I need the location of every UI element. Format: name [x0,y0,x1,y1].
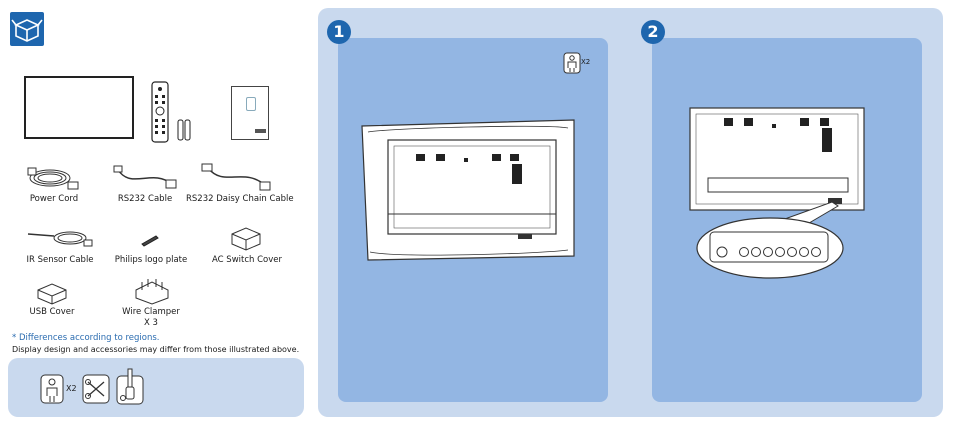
accessory-label: RS232 Cable [117,194,173,204]
display-rear-view [689,107,865,211]
ir-sensor-cable-icon [27,231,93,247]
control-panel-callout [696,201,844,279]
display-in-protective-bag [361,119,575,261]
wire-clamper-quantity: X 3 [144,318,158,328]
accessory-label: AC Switch Cover [212,255,282,265]
accessory-label: Wire Clamper [122,307,180,317]
ac-switch-cover-icon [231,227,261,251]
display-illustration [24,76,134,139]
accessory-label: RS232 Daisy Chain Cable [186,194,294,204]
remote-control-icon [151,81,191,143]
accessory-label: IR Sensor Cable [26,255,94,265]
screwdriver-icon [116,368,144,405]
step-number: 2 [641,20,665,44]
tools-panel: X2 [8,358,304,417]
rs232-cable-icon [113,165,177,189]
two-persons-icon: X2 [40,374,84,404]
logo-plate-icon [141,235,159,247]
accessory-label: Power Cord [29,194,79,204]
disclaimer-note: Display design and accessories may diffe… [12,345,300,354]
wire-clamper-icon [135,279,169,305]
regions-note: * Differences according to regions. [12,333,160,343]
persons-quantity: X2 [581,58,591,66]
step-number: 1 [327,20,351,44]
usb-cover-icon [37,283,67,305]
user-manual-icon [231,86,269,140]
persons-quantity: X2 [66,384,77,393]
accessory-label: Philips logo plate [114,255,188,265]
power-cord-icon [27,167,79,190]
unboxing-icon [10,12,44,46]
rs232-daisy-chain-cable-icon [201,163,271,191]
scissors-icon [82,374,110,404]
accessory-label: USB Cover [29,307,75,317]
two-persons-icon: X2 [563,52,593,74]
